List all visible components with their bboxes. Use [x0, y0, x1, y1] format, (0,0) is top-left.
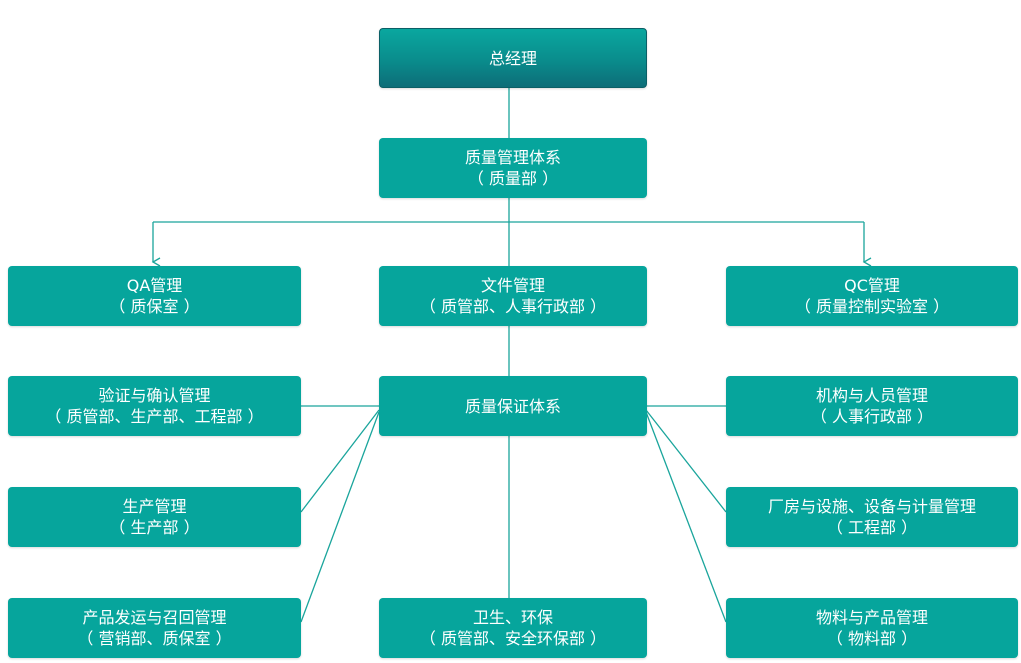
node-title: 物料与产品管理: [815, 608, 928, 627]
node-validation-management: 验证与确认管理 （ 质管部、生产部、工程部 ）: [8, 376, 301, 436]
node-subtitle: （ 质管部、人事行政部 ）: [419, 297, 607, 316]
node-subtitle: （ 质量控制实验室 ）: [794, 297, 950, 316]
node-organization-personnel: 机构与人员管理 （ 人事行政部 ）: [726, 376, 1018, 436]
node-document-management: 文件管理 （ 质管部、人事行政部 ）: [379, 266, 647, 326]
node-quality-management-system: 质量管理体系 （ 质量部 ）: [379, 138, 647, 198]
node-subtitle: （ 质量部 ）: [467, 169, 559, 188]
line-qas-ship: [300, 411, 380, 623]
node-title: 质量保证体系: [464, 396, 561, 416]
node-title: 生产管理: [122, 497, 187, 516]
node-general-manager: 总经理: [379, 28, 647, 88]
node-facilities-equipment: 厂房与设施、设备与计量管理 （ 工程部 ）: [726, 487, 1018, 547]
node-subtitle: （ 质管部、生产部、工程部 ）: [45, 407, 264, 426]
line-qas-prod: [300, 409, 380, 513]
node-subtitle: （ 物料部 ）: [826, 629, 918, 648]
line-qas-mat: [645, 411, 727, 623]
node-subtitle: （ 生产部 ）: [109, 518, 200, 537]
node-subtitle: （ 质保室 ）: [109, 297, 200, 316]
node-materials-products: 物料与产品管理 （ 物料部 ）: [726, 598, 1018, 658]
node-title: 卫生、环保: [472, 608, 553, 627]
node-title: QA管理: [126, 276, 183, 295]
node-subtitle: （ 人事行政部 ）: [810, 407, 934, 426]
node-production-management: 生产管理 （ 生产部 ）: [8, 487, 301, 547]
node-title: 质量管理体系: [464, 148, 561, 167]
node-title: 总经理: [488, 48, 537, 68]
node-qc-management: QC管理 （ 质量控制实验室 ）: [726, 266, 1018, 326]
node-subtitle: （ 质管部、安全环保部 ）: [419, 629, 607, 648]
node-shipping-recall: 产品发运与召回管理 （ 营销部、质保室 ）: [8, 598, 301, 658]
node-title: QC管理: [844, 276, 900, 295]
node-qa-management: QA管理 （ 质保室 ）: [8, 266, 301, 326]
node-title: 文件管理: [480, 276, 545, 295]
node-subtitle: （ 工程部 ）: [826, 518, 918, 537]
node-title: 厂房与设施、设备与计量管理: [767, 497, 976, 516]
node-hygiene-environment: 卫生、环保 （ 质管部、安全环保部 ）: [379, 598, 647, 658]
line-qas-fac: [645, 409, 727, 513]
node-title: 产品发运与召回管理: [82, 608, 227, 627]
node-subtitle: （ 营销部、质保室 ）: [77, 629, 232, 648]
node-quality-assurance-system: 质量保证体系: [379, 376, 647, 436]
node-title: 验证与确认管理: [98, 386, 211, 405]
node-title: 机构与人员管理: [815, 386, 928, 405]
